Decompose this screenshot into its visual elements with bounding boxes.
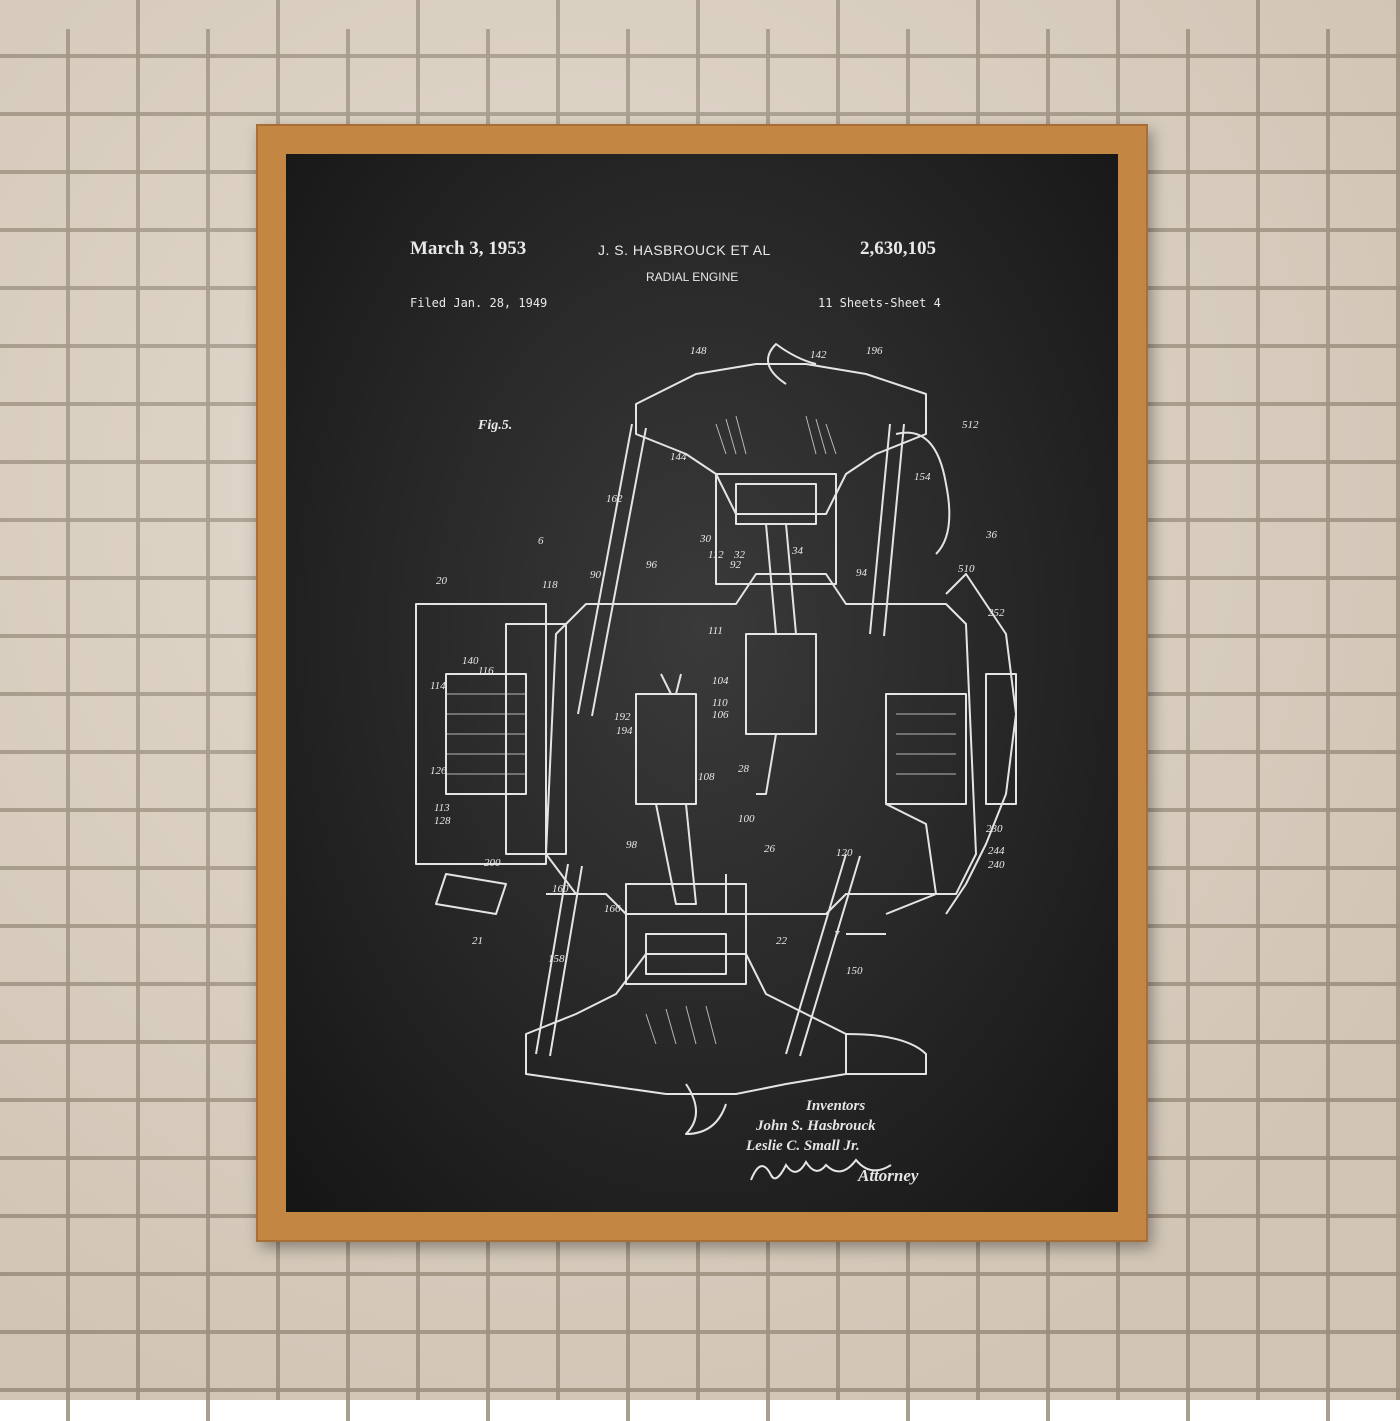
part-label: 94 — [856, 567, 868, 579]
part-label: 150 — [846, 965, 863, 977]
part-label: 104 — [712, 675, 729, 687]
part-label: 512 — [962, 419, 979, 431]
part-label: 158 — [548, 953, 565, 965]
brick-row — [0, 1247, 1400, 1305]
figure-label: Fig.5. — [478, 418, 513, 433]
patent-date: March 3, 1953 — [410, 238, 527, 259]
part-label: 110 — [712, 697, 728, 709]
part-label: 34 — [791, 545, 804, 557]
part-label: 100 — [738, 813, 755, 825]
part-label: 252 — [988, 607, 1005, 619]
patent-sheet-count: 11 Sheets-Sheet 4 — [818, 296, 941, 310]
part-label: 108 — [698, 771, 715, 783]
part-label: 36 — [985, 529, 998, 541]
part-label: 111 — [708, 625, 723, 637]
inventor-name-2: Leslie C. Small Jr. — [746, 1138, 860, 1154]
part-label: 21 — [472, 935, 483, 947]
part-label: 116 — [478, 665, 494, 677]
part-label: 244 — [988, 845, 1005, 857]
part-label: 148 — [690, 345, 707, 357]
part-label: 144 — [670, 451, 687, 463]
inventor-name-1: John S. Hasbrouck — [756, 1118, 876, 1134]
brick-row — [0, 1305, 1400, 1363]
part-label: 162 — [606, 493, 623, 505]
part-label: 140 — [462, 655, 479, 667]
part-label: 192 — [614, 711, 631, 723]
part-label: 113 — [434, 802, 450, 814]
part-label: 96 — [646, 559, 658, 571]
patent-title: RADIAL ENGINE — [646, 270, 739, 284]
signature-heading: Inventors — [806, 1098, 866, 1114]
attorney-signature-scrawl — [750, 1158, 892, 1181]
part-label: 22 — [776, 935, 788, 947]
patent-filed-date: Filed Jan. 28, 1949 — [410, 296, 548, 310]
patent-number: 2,630,105 — [860, 238, 936, 259]
part-label: 118 — [542, 579, 558, 591]
part-label: 20 — [436, 575, 448, 587]
part-label: 200 — [484, 857, 501, 869]
picture-frame: March 3, 1953 J. S. HASBROUCK ET AL 2,63… — [256, 124, 1148, 1242]
part-label: 7 — [834, 929, 840, 941]
part-label: 6 — [538, 535, 544, 547]
part-label: 230 — [986, 823, 1003, 835]
part-label: 90 — [590, 569, 602, 581]
part-label: 112 — [708, 549, 724, 561]
patent-inventor: J. S. HASBROUCK ET AL — [598, 242, 771, 258]
part-label: 154 — [914, 471, 931, 483]
part-label: 106 — [712, 709, 729, 721]
part-label: 98 — [626, 839, 638, 851]
patent-print: March 3, 1953 J. S. HASBROUCK ET AL 2,63… — [286, 154, 1118, 1212]
part-label: 92 — [730, 559, 742, 571]
part-label: 510 — [958, 563, 975, 575]
part-label: 142 — [810, 349, 827, 361]
part-label: 194 — [616, 725, 633, 737]
part-label: 30 — [699, 533, 712, 545]
radial-engine-drawing: 148 142 196 512 144 154 162 30 32 34 36 112 92 96 94 51… — [415, 343, 1017, 1135]
part-label: 160 — [552, 883, 569, 895]
part-label: 114 — [430, 680, 446, 692]
part-label: 196 — [866, 345, 883, 357]
part-label: 126 — [430, 765, 447, 777]
part-label: 166 — [604, 903, 621, 915]
inventors-signature: Inventors John S. Hasbrouck Leslie C. Sm… — [726, 1098, 996, 1198]
part-label: 128 — [434, 815, 451, 827]
part-label: 32 — [733, 549, 746, 561]
part-label: 120 — [836, 847, 853, 859]
part-label: 28 — [738, 763, 750, 775]
attorney-label: Attorney — [858, 1166, 919, 1185]
part-label: 26 — [764, 843, 776, 855]
brick-row — [0, 29, 1400, 87]
part-label: 240 — [988, 859, 1005, 871]
